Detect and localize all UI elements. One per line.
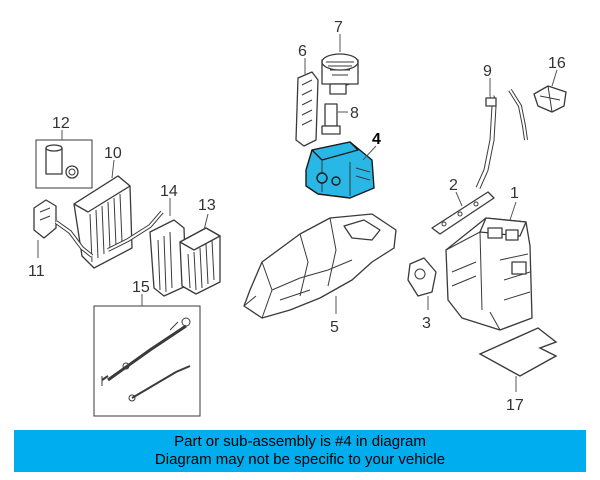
part-9-tube[interactable] [475, 95, 497, 190]
callout-1: 1 [510, 185, 519, 202]
callout-7: 7 [334, 19, 343, 36]
part-12-sensor-box[interactable] [35, 139, 93, 189]
callout-17: 17 [506, 397, 524, 414]
parts-diagram: 1 2 3 4 5 6 7 8 9 10 11 12 13 14 15 16 1… [28, 19, 567, 417]
part-16-connector[interactable] [508, 85, 567, 141]
callout-14: 14 [160, 183, 178, 200]
callout-10: 10 [104, 145, 122, 162]
info-banner: Part or sub-assembly is #4 in diagram Di… [14, 430, 586, 472]
part-17-seal[interactable] [478, 327, 558, 377]
part-6-cover[interactable] [295, 71, 319, 147]
callout-9: 9 [483, 63, 492, 80]
part-13-heater-core[interactable] [179, 227, 221, 295]
banner-line-2: Diagram may not be specific to your vehi… [154, 451, 446, 468]
callout-3: 3 [422, 315, 431, 332]
part-11-valve-lines[interactable] [33, 199, 94, 258]
part-2-bracket[interactable] [431, 191, 495, 235]
callout-5: 5 [330, 319, 339, 336]
callout-16: 16 [548, 55, 566, 72]
part-8-resistor[interactable] [321, 103, 341, 135]
part-3-actuator[interactable] [407, 257, 437, 297]
callout-6: 6 [298, 43, 307, 60]
callout-2: 2 [449, 177, 458, 194]
callout-13: 13 [198, 197, 216, 214]
banner-line-1: Part or sub-assembly is #4 in diagram [174, 433, 426, 450]
callout-15: 15 [132, 279, 150, 296]
part-1-hvac-case[interactable] [445, 217, 533, 331]
part-15-rods-box[interactable] [93, 305, 201, 417]
callout-8: 8 [350, 105, 359, 122]
part-4-highlighted[interactable] [305, 141, 375, 199]
callout-11: 11 [28, 263, 45, 280]
callout-12: 12 [52, 115, 70, 132]
part-5-housing[interactable] [243, 213, 397, 319]
part-7-blower-motor[interactable] [321, 53, 359, 95]
callout-4: 4 [372, 131, 381, 148]
part-10-evaporator[interactable] [73, 175, 133, 269]
